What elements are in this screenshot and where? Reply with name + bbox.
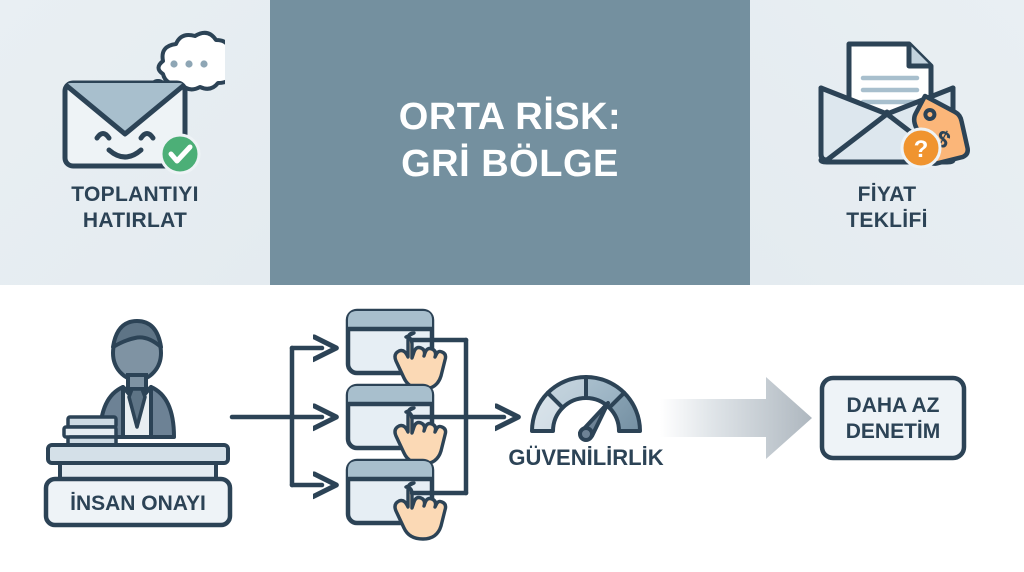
card-item[interactable] <box>345 308 448 391</box>
hand-cursor-icon <box>393 331 448 391</box>
svg-text:?: ? <box>914 136 929 163</box>
outcome-box: DAHA AZ DENETİM <box>819 375 967 461</box>
top-banner: TOPLANTIYI HATIRLAT ORTA RİSK: GRİ BÖLGE <box>0 0 1024 285</box>
branch-connectors <box>229 348 322 485</box>
hand-cursor-icon <box>393 406 448 466</box>
page-title-line1: ORTA RİSK: <box>398 96 622 139</box>
center-title-panel: ORTA RİSK: GRİ BÖLGE <box>270 0 750 285</box>
merge-connectors <box>409 337 504 496</box>
left-card-label-line2: HATIRLAT <box>82 208 188 232</box>
process-flow-diagram: İNSAN ONAYI <box>0 285 1024 572</box>
right-card-label-line2: TEKLİFİ <box>846 208 928 232</box>
outcome-label-line1: DAHA AZ <box>847 394 940 417</box>
right-feature-card: $ ? FİYAT TEKLİFİ <box>750 0 1024 285</box>
meeting-reminder-envelope-icon <box>45 26 236 176</box>
human-approval-icon: İNSAN ONAYI <box>43 319 233 528</box>
page-title: ORTA RİSK: GRİ BÖLGE <box>399 94 621 187</box>
human-approval-label: İNSAN ONAYI <box>70 492 206 515</box>
right-card-label: FİYAT TEKLİFİ <box>846 182 927 233</box>
left-card-label: TOPLANTIYI HATIRLAT <box>71 182 198 233</box>
big-right-arrow-icon <box>660 377 812 459</box>
outcome-label-line2: DENETİM <box>846 420 941 443</box>
left-card-label-line1: TOPLANTIYI <box>71 183 199 206</box>
right-card-label-line1: FİYAT <box>857 183 917 206</box>
card-item[interactable] <box>345 458 448 541</box>
hand-cursor-icon <box>393 481 448 541</box>
card-item[interactable] <box>345 383 448 466</box>
price-quote-envelope-icon: $ ? <box>797 26 977 176</box>
left-feature-card: TOPLANTIYI HATIRLAT <box>0 0 270 285</box>
reliability-gauge-icon: GÜVENİLİRLİK <box>508 374 664 470</box>
reliability-gauge-label: GÜVENİLİRLİK <box>508 445 663 470</box>
card-list <box>345 308 448 541</box>
page-title-line2: GRİ BÖLGE <box>401 142 619 185</box>
